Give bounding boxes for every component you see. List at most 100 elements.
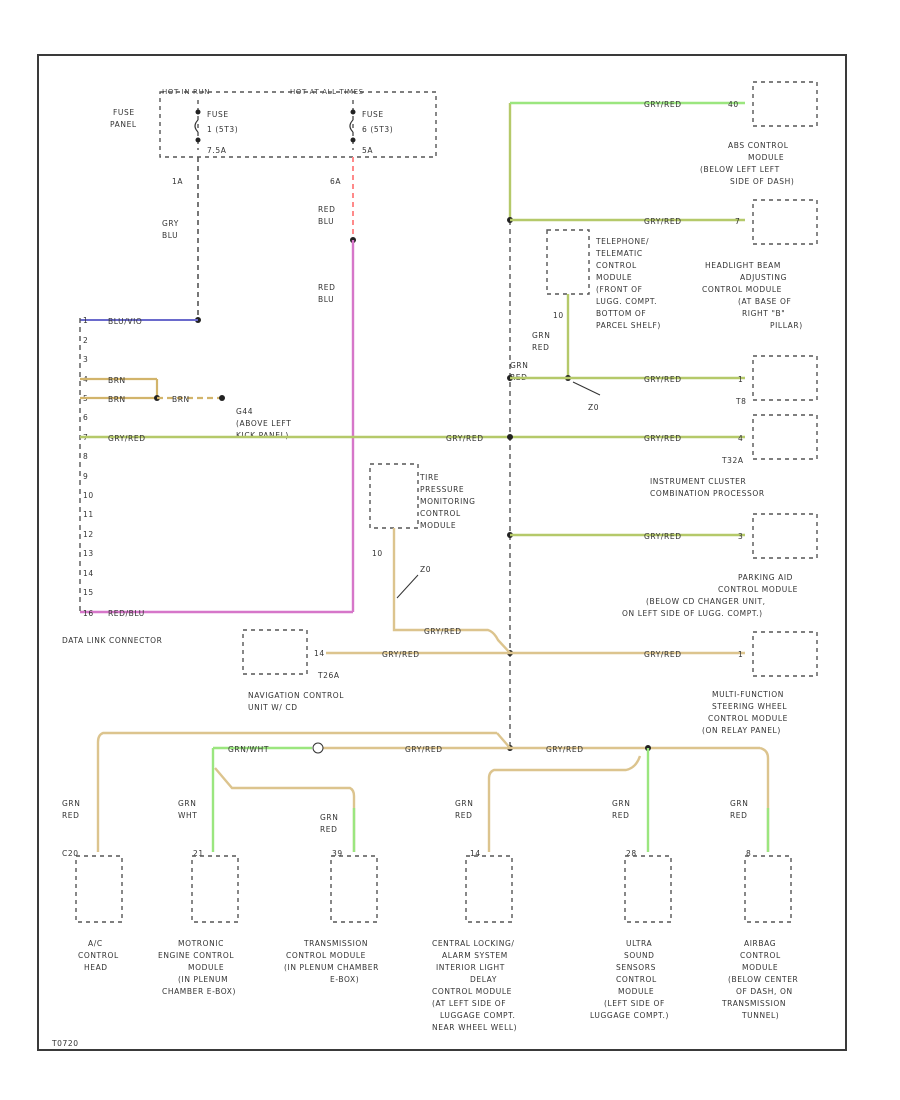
nav-pin-label: 14: [314, 649, 325, 658]
grn-red-tel2-label-1: GRN: [510, 361, 528, 370]
module-label: TRANSMISSION: [721, 999, 786, 1008]
dlc-pin: 3: [83, 355, 88, 364]
module-label: CONTROL: [78, 951, 119, 960]
headlight-label-3: CONTROL MODULE: [702, 285, 782, 294]
headlight-module-icon: [752, 199, 818, 245]
fuse1-label-1: FUSE: [207, 110, 229, 119]
dlc-pin: 12: [83, 530, 94, 539]
fuse1-label-2: 1 (5T3): [207, 125, 238, 134]
wire-color-1: GRN: [612, 799, 630, 808]
nav-label-2: UNIT W/ CD: [248, 703, 298, 712]
pin-1a-label: 1A: [172, 177, 183, 186]
splice-tel-label: Z0: [588, 403, 599, 412]
parking-label-4: ON LEFT SIDE OF LUGG. COMPT.): [622, 609, 763, 618]
ground-label-2: (ABOVE LEFT: [236, 419, 291, 428]
instrument-cluster-icon: [752, 414, 818, 460]
mfsw-pin-label: 1: [738, 650, 743, 659]
motronic-ecm-icon: [191, 855, 239, 923]
ultrasound-sensors-module: GRN RED 28 ULTRA SOUND SENSORS CONTROL M…: [590, 799, 672, 1020]
nav-connector-label: T26A: [317, 671, 340, 680]
ic-connector-label: T32A: [721, 456, 744, 465]
gry-red-tpms-wire: [392, 528, 511, 654]
gry-red-bus-right-label: GRY/RED: [546, 745, 584, 754]
headlight-label-6: PILLAR): [770, 321, 803, 330]
wire-color-2: RED: [730, 811, 748, 820]
footer-code: T0720: [51, 1039, 79, 1048]
mfsw-label-2: STEERING WHEEL: [712, 702, 787, 711]
dlc-pin: 2: [83, 336, 88, 345]
gry-red-t8-label: GRY/RED: [644, 375, 682, 384]
headlight-pin-label: 7: [735, 217, 740, 226]
airbag-control-module: GRN RED 8 AIRBAG CONTROL MODULE (BELOW C…: [721, 799, 798, 1020]
tel-label-7: BOTTOM OF: [596, 309, 646, 318]
wire-color-2: RED: [455, 811, 473, 820]
tcm-wire: [214, 767, 356, 852]
module-label: OF DASH, ON: [736, 987, 793, 996]
gry-red-nav-label: GRY/RED: [382, 650, 420, 659]
pin-label: 28: [626, 849, 637, 858]
abs-label-3: (BELOW LEFT LEFT: [700, 165, 780, 174]
ac-head-wire: [96, 731, 497, 852]
module-label: HEAD: [84, 963, 108, 972]
gry-red-bus-left-label: GRY/RED: [405, 745, 443, 754]
parking-pin-label: 3: [738, 532, 743, 541]
abs-pin-label: 40: [728, 100, 739, 109]
wire-color-1: GRN: [455, 799, 473, 808]
t8-pin-label: 1: [738, 375, 743, 384]
navigation-module-icon: [242, 629, 308, 675]
module-label: (LEFT SIDE OF: [604, 999, 665, 1008]
dlc-pin: 13: [83, 549, 94, 558]
wire-color-1: GRN: [320, 813, 338, 822]
ac-splice-link: [496, 732, 511, 749]
module-label: CONTROL: [740, 951, 781, 960]
module-label: CONTROL: [616, 975, 657, 984]
blu-vio-label: BLU/VIO: [108, 317, 142, 326]
headlight-label-4: (AT BASE OF: [738, 297, 791, 306]
ground-label-3: KICK PANEL): [236, 431, 289, 440]
tpms-label-4: CONTROL: [420, 509, 461, 518]
module-label: LUGGAGE COMPT.): [590, 1011, 669, 1020]
airbag-module-icon: [744, 855, 792, 923]
module-label: NEAR WHEEL WELL): [432, 1023, 517, 1032]
abs-module-icon: [752, 81, 818, 127]
module-label: SENSORS: [616, 963, 656, 972]
hot-in-run-label: HOT IN RUN: [162, 88, 210, 96]
wire-color-1: GRN: [730, 799, 748, 808]
tel-label-4: MODULE: [596, 273, 632, 282]
fuse-panel-label-2: PANEL: [110, 120, 137, 129]
module-label: CENTRAL LOCKING/: [432, 939, 515, 948]
splice-tpms-label: Z0: [420, 565, 431, 574]
gry-blu-label-1: GRY: [162, 219, 179, 228]
diagram-frame: [37, 54, 847, 1051]
fuse-2-icon: [349, 100, 356, 150]
wire-color-2: WHT: [178, 811, 197, 820]
parking-aid-module-icon: [752, 513, 818, 559]
brn-label-b: BRN: [108, 395, 126, 404]
module-label: LUGGAGE COMPT.: [440, 1011, 515, 1020]
module-label: CONTROL MODULE: [286, 951, 366, 960]
fuse-panel: HOT IN RUN HOT AT ALL TIMES FUSE PANEL F…: [110, 88, 437, 158]
gry-red-park-label: GRY/RED: [644, 532, 682, 541]
brn-label-a: BRN: [108, 376, 126, 385]
abs-label-1: ABS CONTROL: [728, 141, 789, 150]
pin-label: 8: [746, 849, 751, 858]
wire-color-2: RED: [62, 811, 80, 820]
ultrasound-sensors-icon: [624, 855, 672, 923]
wire-color-1: GRN: [178, 799, 196, 808]
dlc-pin: 1: [83, 316, 88, 325]
module-label: (BELOW CENTER: [728, 975, 798, 984]
module-label: MODULE: [742, 963, 778, 972]
ic-label-1: INSTRUMENT CLUSTER: [650, 477, 746, 486]
abs-label-2: MODULE: [748, 153, 784, 162]
central-locking-module: GRN RED 14 CENTRAL LOCKING/ ALARM SYSTEM…: [432, 799, 517, 1032]
inline-connector-icon: [312, 742, 324, 754]
module-label: DELAY: [470, 975, 497, 984]
grn-wht-label: GRN/WHT: [228, 745, 269, 754]
module-label: MODULE: [188, 963, 224, 972]
airbag-wire: [759, 746, 770, 852]
t8-module-icon: [752, 355, 818, 401]
central-locking-wire: [487, 755, 642, 852]
central-locking-icon: [465, 855, 513, 923]
gry-red-tpms-label: GRY/RED: [424, 627, 462, 636]
dlc-pin: 14: [83, 569, 94, 578]
